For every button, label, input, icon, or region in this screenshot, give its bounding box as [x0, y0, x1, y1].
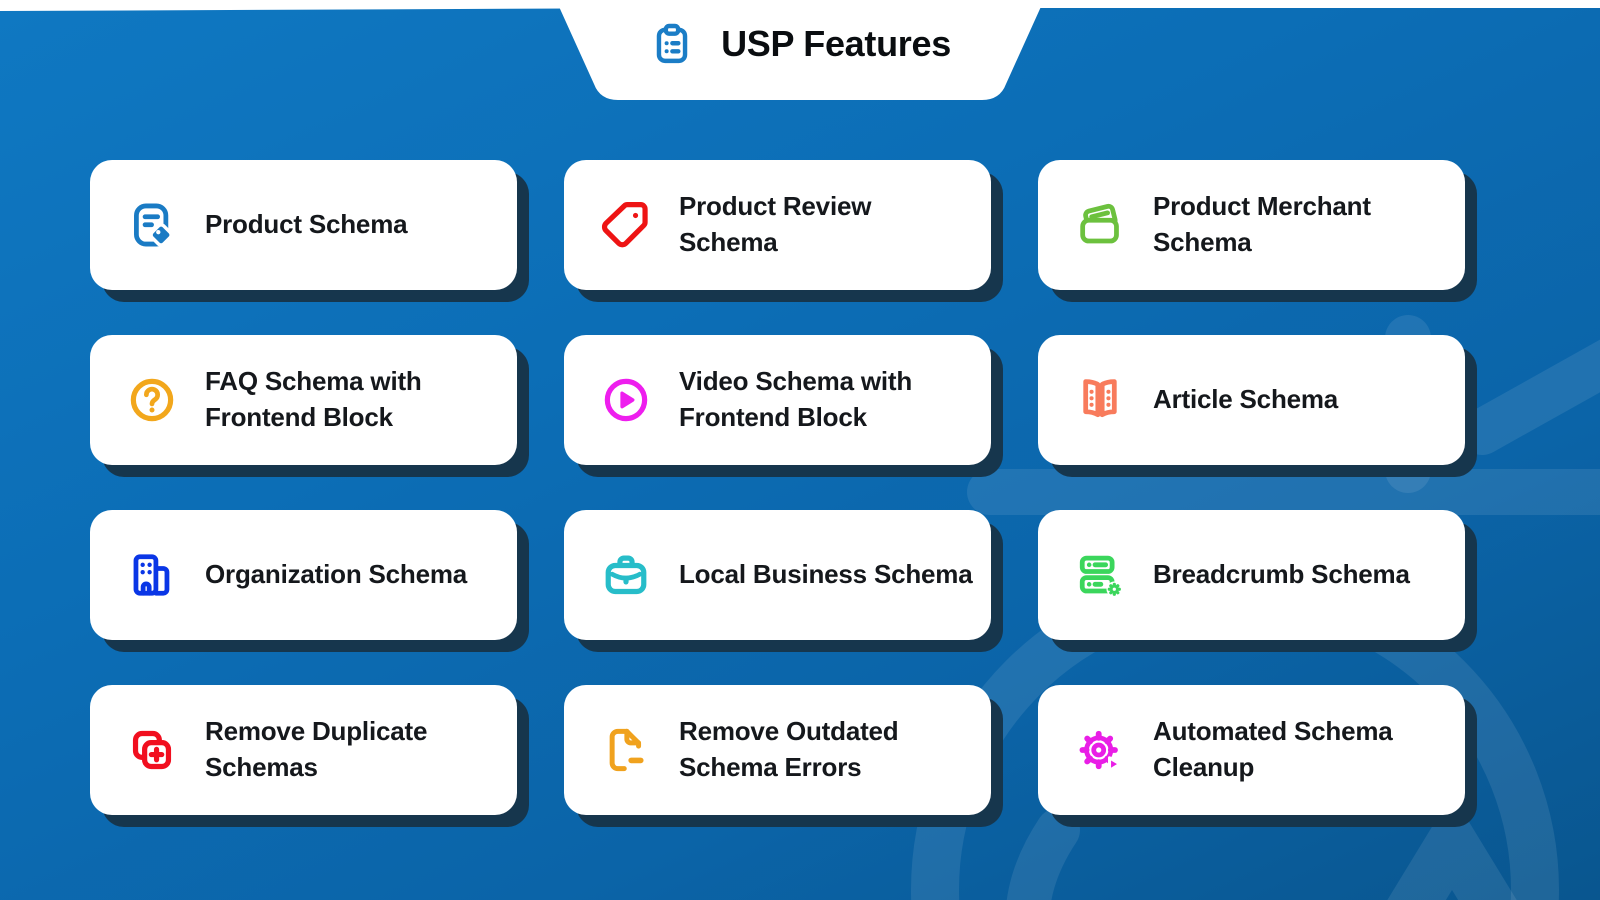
feature-label: Product Schema [205, 209, 408, 240]
article-book-icon [1074, 374, 1126, 426]
header-banner: USP Features [556, 0, 1044, 102]
feature-label: Product Review Schema [679, 191, 872, 257]
feature-card-product-merchant: Product Merchant Schema [1038, 160, 1465, 290]
product-schema-icon [126, 199, 178, 251]
feature-label: Article Schema [1153, 384, 1339, 415]
features-grid: Product Schema Product Review Schema Pro… [90, 160, 1465, 815]
feature-card-remove-outdated: Remove Outdated Schema Errors [564, 685, 991, 815]
cleanup-gear-icon [1074, 724, 1126, 776]
duplicate-copy-icon [126, 724, 178, 776]
breadcrumb-server-icon [1074, 549, 1126, 601]
feature-card-faq-schema: FAQ Schema with Frontend Block [90, 335, 517, 465]
video-play-icon [600, 374, 652, 426]
feature-card-remove-duplicate: Remove Duplicate Schemas [90, 685, 517, 815]
feature-label: Remove Outdated Schema Errors [679, 716, 899, 782]
feature-card-article-schema: Article Schema [1038, 335, 1465, 465]
feature-card-video-schema: Video Schema with Frontend Block [564, 335, 991, 465]
clipboard-icon [649, 21, 695, 67]
feature-label: FAQ Schema with Frontend Block [205, 366, 422, 432]
feature-label: Remove Duplicate Schemas [205, 716, 428, 782]
feature-card-product-schema: Product Schema [90, 160, 517, 290]
merchant-wallet-icon [1074, 199, 1126, 251]
review-tag-icon [600, 199, 652, 251]
organization-building-icon [126, 549, 178, 601]
feature-label: Breadcrumb Schema [1153, 559, 1410, 590]
feature-label: Local Business Schema [679, 559, 973, 590]
feature-card-breadcrumb-schema: Breadcrumb Schema [1038, 510, 1465, 640]
feature-card-product-review: Product Review Schema [564, 160, 991, 290]
faq-question-icon [126, 374, 178, 426]
feature-label: Product Merchant Schema [1153, 191, 1371, 257]
local-business-briefcase-icon [600, 549, 652, 601]
feature-card-local-business: Local Business Schema [564, 510, 991, 640]
feature-label: Video Schema with Frontend Block [679, 366, 913, 432]
feature-card-organization-schema: Organization Schema [90, 510, 517, 640]
feature-label: Organization Schema [205, 559, 468, 590]
page-title: USP Features [721, 23, 951, 64]
feature-card-automated-cleanup: Automated Schema Cleanup [1038, 685, 1465, 815]
outdated-file-icon [600, 724, 652, 776]
feature-label: Automated Schema Cleanup [1153, 716, 1393, 782]
